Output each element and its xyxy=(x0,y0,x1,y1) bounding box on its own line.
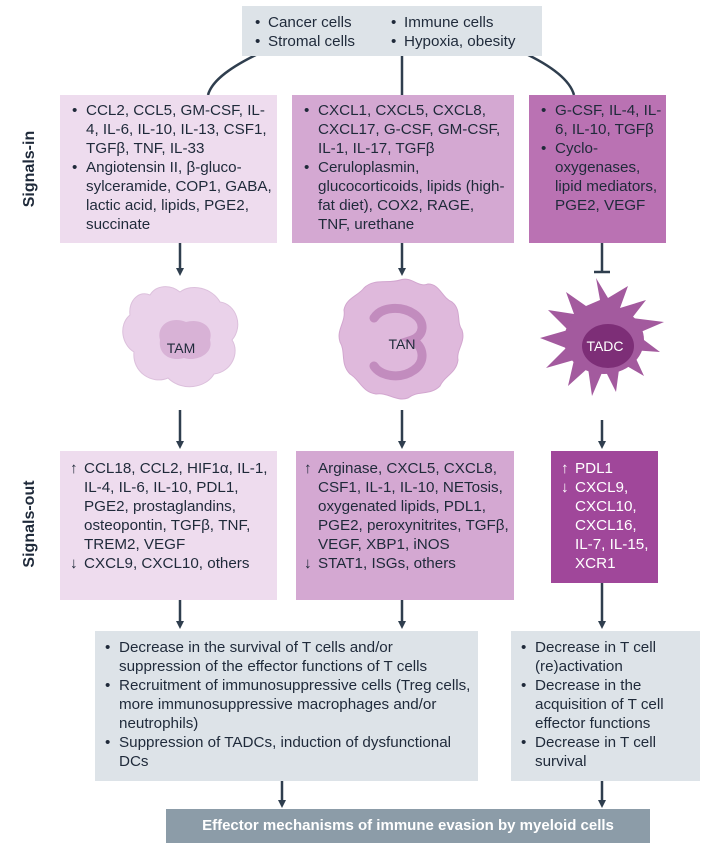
down-arrow-icon: ↓ xyxy=(561,479,569,496)
tan-cell xyxy=(338,278,464,400)
effects-left-box: Decrease in the survival of T cells and/… xyxy=(95,631,478,781)
signals-out-tadc-box: ↑ PDL1 ↓ CXCL9, CXCL10, CXCL16, IL-7, IL-1… xyxy=(551,451,658,583)
signals-in-tam-box: CCL2, CCL5, GM-CSF, IL-4, IL-6, IL-10, I… xyxy=(60,95,277,243)
signals-in-tan-box: CXCL1, CXCL5, CXCL8, CXCL17, G-CSF, GM-C… xyxy=(292,95,514,243)
tadc-label: TADC xyxy=(586,338,624,354)
source-curve-left xyxy=(206,50,263,96)
down-arrow-icon: ↓ xyxy=(304,555,312,572)
tam-cell xyxy=(122,286,239,388)
effect-item: Decrease in the survival of T cells and/… xyxy=(103,638,472,676)
effect-item: Decrease in T cell survival xyxy=(519,733,694,771)
signals-in-tadc-box: G-CSF, IL-4, IL-6, IL-10, TGFβ Cyclo-oxy… xyxy=(529,95,666,243)
signals-out-tam-up: CCL18, CCL2, HIF1α, IL-1, IL-4, IL-6, IL… xyxy=(84,460,268,553)
source-cancer-cells: Cancer cells xyxy=(252,13,388,32)
tan-label: TAN xyxy=(388,336,416,352)
signals-out-tam-down: CXCL9, CXCL10, others xyxy=(84,555,250,572)
source-box: Cancer cells Immune cells Stromal cells … xyxy=(242,6,542,56)
signals-in-tan-item: CXCL1, CXCL5, CXCL8, CXCL17, G-CSF, GM-C… xyxy=(302,101,510,158)
bottom-summary-bar: Effector mechanisms of immune evasion by… xyxy=(166,809,650,843)
signals-out-tan-up: Arginase, CXCL5, CXCL8, CSF1, IL-1, IL-1… xyxy=(318,460,509,553)
up-arrow-icon: ↑ xyxy=(561,460,569,477)
effect-item: Recruitment of immunosuppressive cells (… xyxy=(103,676,472,733)
up-arrow-icon: ↑ xyxy=(304,460,312,477)
down-arrow-icon: ↓ xyxy=(70,555,78,572)
signals-out-tadc-up: PDL1 xyxy=(575,460,613,477)
signals-out-tam-box: ↑ CCL18, CCL2, HIF1α, IL-1, IL-4, IL-6, I… xyxy=(60,451,277,600)
effect-item: Decrease in the acquisition of T cell ef… xyxy=(519,676,694,733)
signals-in-tadc-item: G-CSF, IL-4, IL-6, IL-10, TGFβ xyxy=(539,101,662,139)
tam-label: TAM xyxy=(166,340,196,356)
signals-out-tan-box: ↑ Arginase, CXCL5, CXCL8, CSF1, IL-1, IL-… xyxy=(296,451,514,600)
source-immune-cells: Immune cells xyxy=(388,13,538,32)
signals-in-label: Signals-in xyxy=(21,130,38,208)
up-arrow-icon: ↑ xyxy=(70,460,78,477)
signals-in-tadc-item: Cyclo-oxygenases, lipid mediators, PGE2,… xyxy=(539,139,662,215)
effect-item: Decrease in T cell (re)activation xyxy=(519,638,694,676)
signals-in-tam-item: Angiotensin II, β-gluco-sylceramide, COP… xyxy=(70,158,273,234)
source-stromal-cells: Stromal cells xyxy=(252,32,388,51)
effects-right-box: Decrease in T cell (re)activation Decrea… xyxy=(511,631,700,781)
source-hypoxia-obesity: Hypoxia, obesity xyxy=(388,32,538,51)
signals-in-tam-item: CCL2, CCL5, GM-CSF, IL-4, IL-6, IL-10, I… xyxy=(70,101,273,158)
effect-item: Suppression of TADCs, induction of dysfu… xyxy=(103,733,472,771)
signals-out-tadc-down: CXCL9, CXCL10, CXCL16, IL-7, IL-15, XCR1 xyxy=(575,479,649,572)
signals-out-tan-down: STAT1, ISGs, others xyxy=(318,555,456,572)
signals-in-tan-item: Ceruloplasmin, glucocorticoids, lipids (… xyxy=(302,158,510,234)
signals-out-label: Signals-out xyxy=(21,480,38,568)
source-curve-right xyxy=(521,50,576,96)
tadc-cell xyxy=(540,278,664,396)
